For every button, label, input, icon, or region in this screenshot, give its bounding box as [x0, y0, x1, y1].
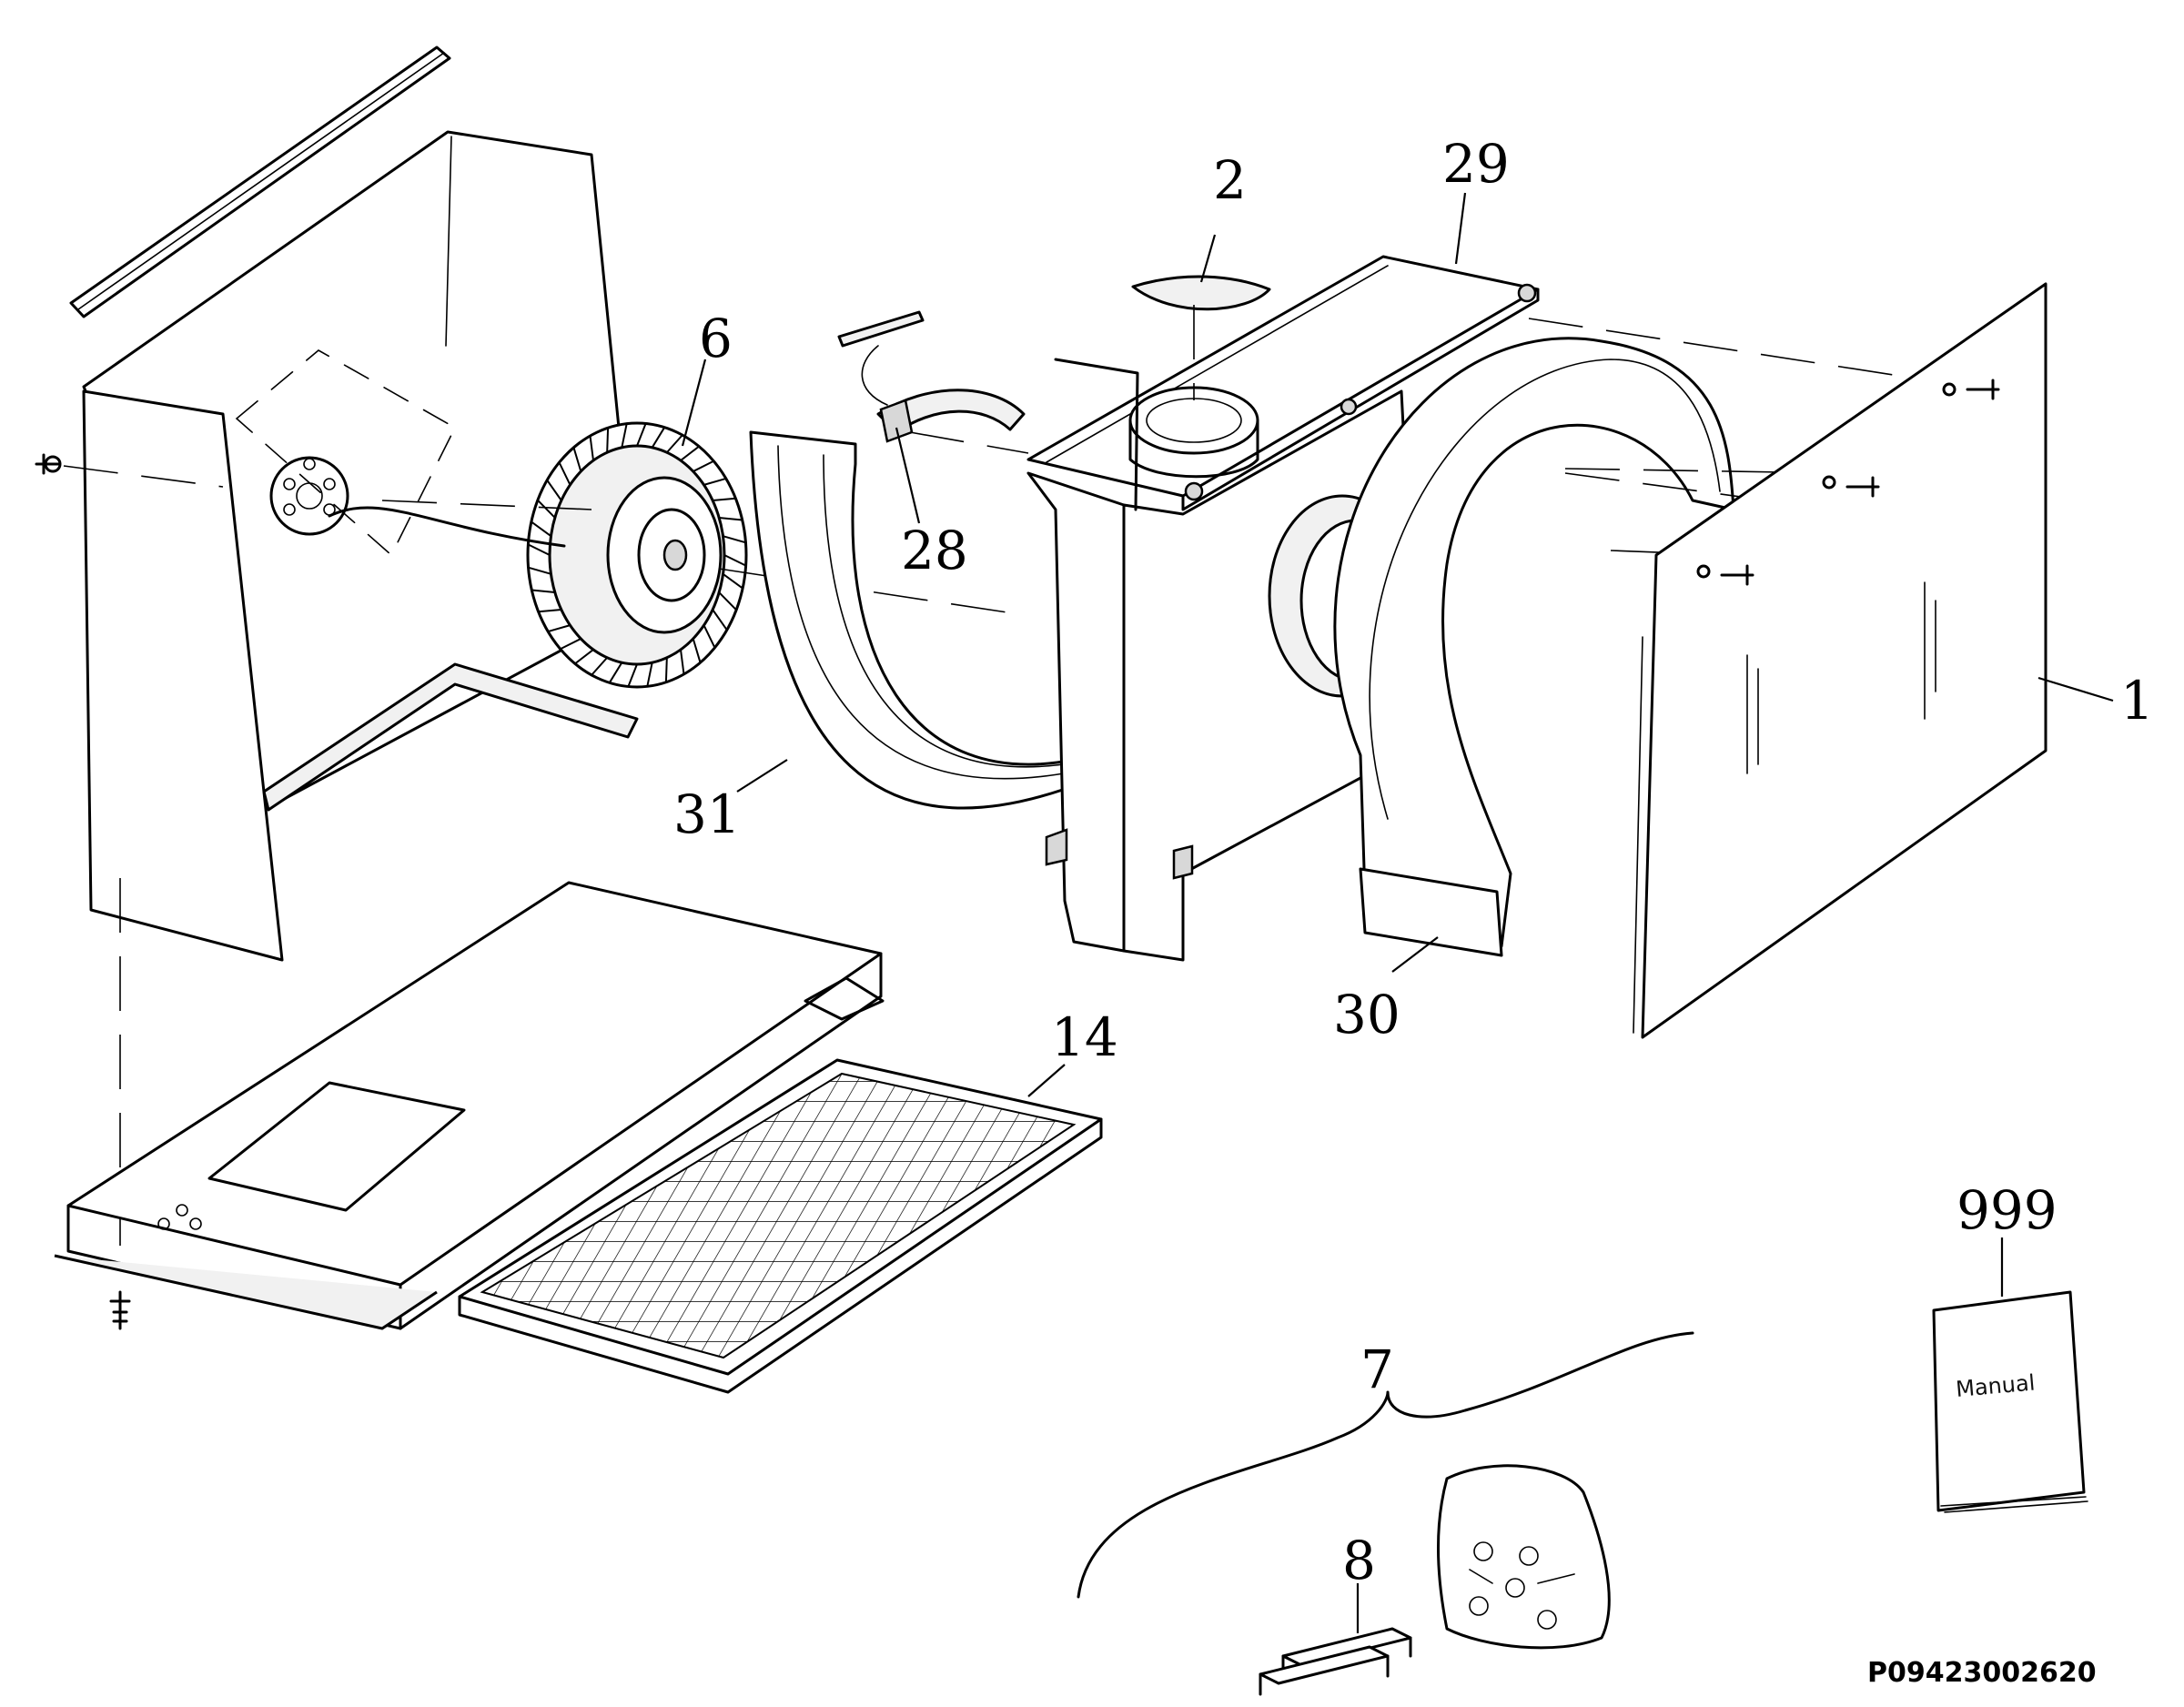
- callout-6: 6: [699, 308, 733, 369]
- fan-blade: [723, 554, 747, 567]
- mounting-brackets-part-8: [1259, 1627, 1412, 1696]
- hardware-bag: [1437, 1464, 1611, 1650]
- manual-booklet-part-999: Manual: [1932, 1290, 2088, 1513]
- callout-8: 8: [1342, 1530, 1376, 1591]
- scroll-duct-part-30: [1333, 318, 1912, 957]
- fan-blade: [680, 649, 685, 675]
- fan-blade: [546, 480, 562, 501]
- fan-blade: [591, 657, 608, 676]
- clip-part-28: [837, 310, 1029, 454]
- fan-blade: [664, 657, 668, 682]
- callout-29: 29: [1442, 133, 1510, 195]
- callout-1: 1: [2120, 670, 2154, 732]
- fan-blade: [712, 609, 728, 631]
- fan-blade: [722, 573, 743, 590]
- fan-blade: [621, 423, 628, 449]
- fan-blade: [574, 649, 594, 665]
- fan-blade: [572, 447, 582, 472]
- screw-icon: [1942, 379, 2000, 400]
- fan-blade: [692, 638, 702, 663]
- callout-7: 7: [1360, 1338, 1394, 1400]
- fan-blade: [547, 624, 571, 632]
- callout-labels: 1 2 6 7 8 14 28 29 30 31 999: [673, 133, 2154, 1591]
- fan-blade: [680, 445, 700, 461]
- fan-blade: [606, 428, 610, 453]
- fan-blade: [528, 566, 551, 575]
- screw-icon: [1696, 564, 1754, 586]
- fan-wheel-part-6: [328, 421, 1020, 689]
- callout-2: 2: [1213, 149, 1247, 211]
- fan-blade: [719, 516, 743, 521]
- grease-filter-part-14: [458, 1058, 1103, 1394]
- fan-blade: [608, 662, 623, 683]
- left-housing-panel: [35, 45, 639, 1265]
- fan-blade: [527, 543, 551, 556]
- callout-28: 28: [901, 520, 968, 581]
- fan-blade: [713, 497, 736, 501]
- scroll-band-part-31: [749, 430, 1085, 810]
- fan-blade: [646, 662, 653, 687]
- accessory-group-brace: [1077, 1331, 1694, 1599]
- fan-blade: [589, 435, 594, 461]
- callout-999: 999: [1956, 1179, 2058, 1241]
- fan-blade: [651, 427, 666, 449]
- fan-blade: [531, 520, 552, 537]
- callout-14: 14: [1051, 1006, 1118, 1068]
- fan-blade: [558, 461, 571, 486]
- leader-lines: [681, 192, 2114, 1633]
- fan-blade: [666, 434, 683, 453]
- fan-blade: [693, 460, 714, 472]
- screw-icon: [1822, 475, 1880, 498]
- fan-blade: [627, 663, 638, 687]
- callout-31: 31: [673, 783, 741, 845]
- fan-blade: [560, 638, 581, 651]
- fan-blade: [703, 478, 727, 486]
- fan-blade: [537, 499, 556, 519]
- callout-30: 30: [1333, 984, 1400, 1045]
- bottom-tray: [54, 881, 885, 1330]
- screw-icon: [109, 1290, 131, 1330]
- fan-blade: [538, 609, 561, 613]
- fan-blade: [723, 535, 746, 544]
- fan-blade: [636, 423, 647, 447]
- fan-blade: [703, 624, 716, 649]
- fan-blade: [531, 589, 555, 594]
- fan-blade: [718, 591, 737, 611]
- diagram-code: P09423002620: [1867, 1657, 2097, 1689]
- right-side-panel-part-1: [1633, 282, 2048, 1039]
